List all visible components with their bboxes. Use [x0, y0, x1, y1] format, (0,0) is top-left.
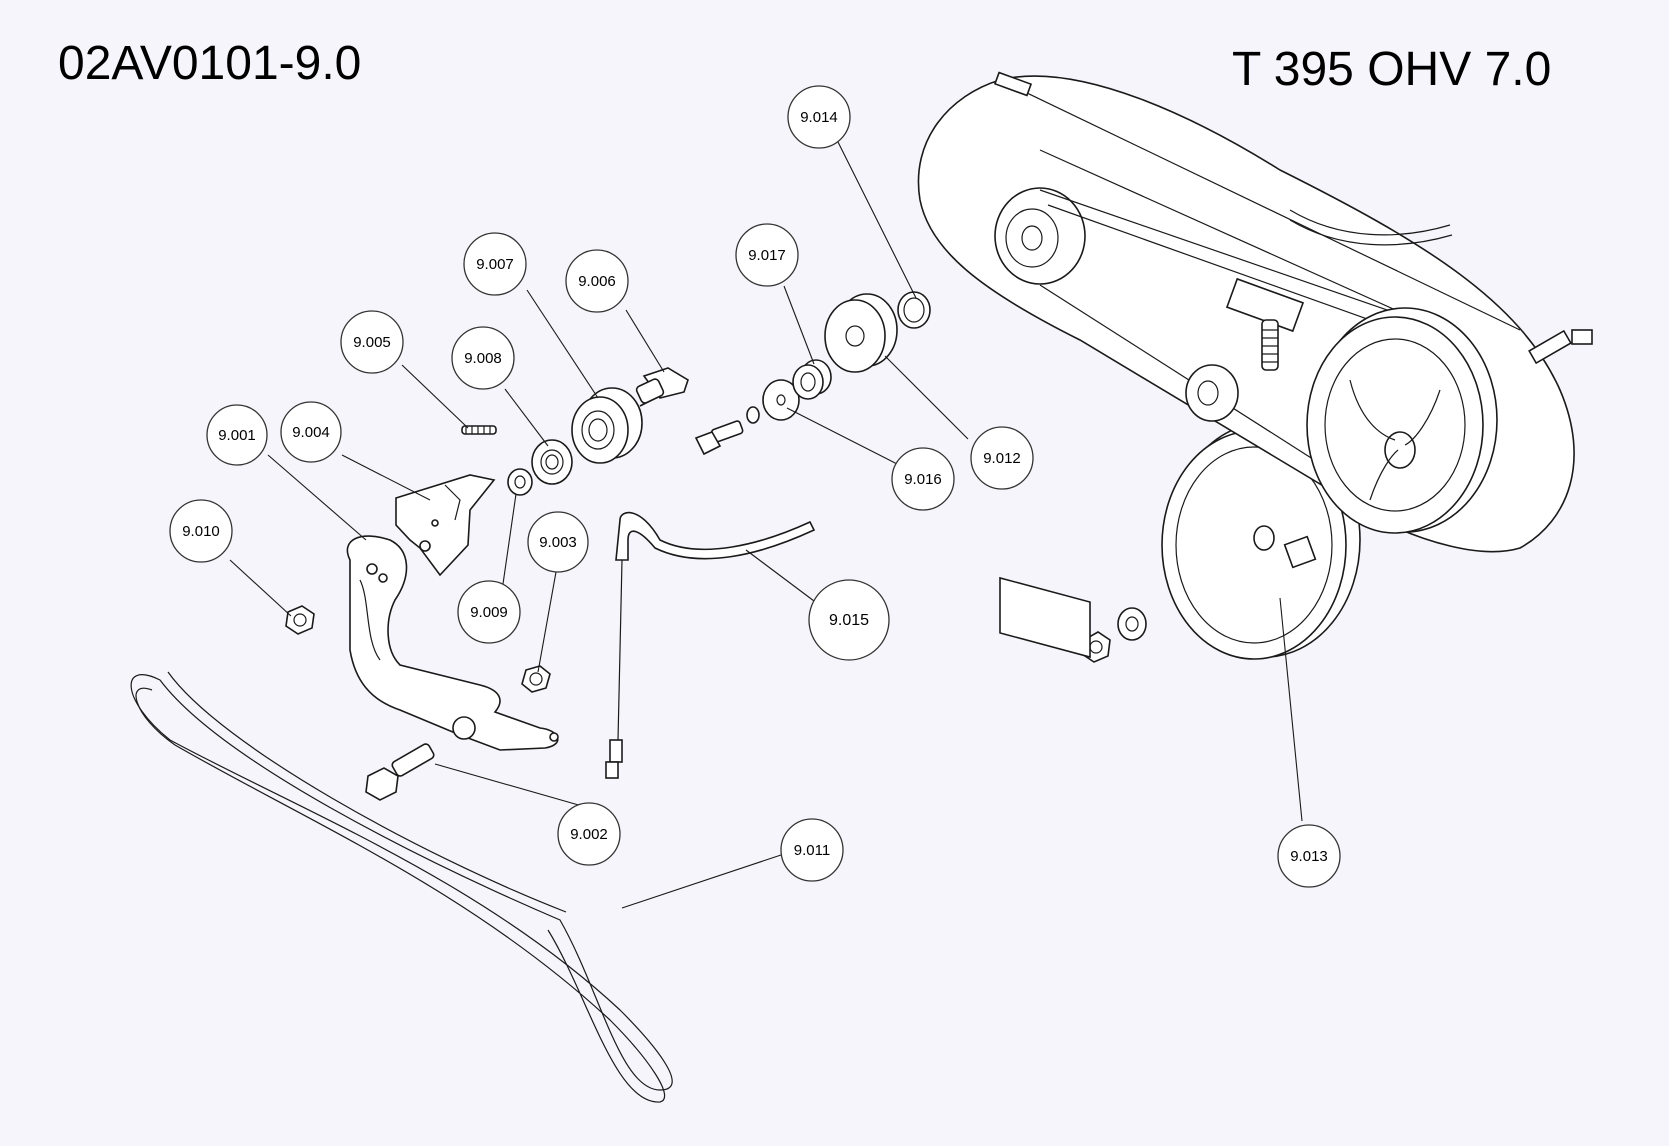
callout-label: 9.013 — [1290, 848, 1328, 865]
callout-9-009: 9.009 — [457, 580, 521, 644]
pivot-bolt — [365, 743, 435, 801]
callout-label: 9.015 — [829, 612, 869, 629]
small-washer — [746, 406, 760, 424]
callout-9-005: 9.005 — [340, 310, 404, 374]
document-code: 02AV0101-9.0 — [58, 37, 362, 90]
callout-9-013: 9.013 — [1277, 824, 1341, 888]
callout-9-007: 9.007 — [463, 232, 527, 296]
nut-small — [521, 665, 551, 693]
pulley-washer — [1117, 607, 1147, 641]
nut — [285, 605, 315, 635]
idler-pulley — [571, 387, 643, 464]
callout-9-006: 9.006 — [565, 249, 629, 313]
callout-9-017: 9.017 — [735, 223, 799, 287]
callout-label: 9.004 — [292, 424, 330, 441]
callout-label: 9.014 — [800, 109, 838, 126]
bearing — [531, 439, 573, 485]
model-name: T 395 OHV 7.0 — [1232, 43, 1552, 96]
control-cable — [605, 511, 816, 779]
belt-guard-assembly — [917, 71, 1593, 659]
leader-lines — [229, 141, 1303, 909]
callout-label: 9.002 — [570, 826, 608, 843]
callout-label: 9.001 — [218, 427, 256, 444]
large-pulley — [1161, 422, 1361, 660]
drive-belt — [130, 671, 673, 1103]
callout-9-012: 9.012 — [970, 426, 1034, 490]
callout-label: 9.005 — [353, 334, 391, 351]
callout-label: 9.006 — [578, 273, 616, 290]
retaining-ring — [897, 291, 931, 329]
callout-label: 9.012 — [983, 450, 1021, 467]
shoulder-bolt — [635, 367, 689, 407]
callout-label: 9.003 — [539, 534, 577, 551]
idler-arm — [346, 535, 559, 751]
callout-label: 9.009 — [470, 604, 508, 621]
bolt — [694, 420, 744, 456]
callout-9-008: 9.008 — [451, 326, 515, 390]
callout-9-003: 9.003 — [527, 511, 589, 573]
callout-9-004: 9.004 — [280, 401, 342, 463]
callout-9-001: 9.001 — [206, 404, 268, 466]
spring — [461, 425, 497, 435]
callout-9-010: 9.010 — [169, 499, 233, 563]
bushing — [792, 359, 832, 400]
callout-label: 9.016 — [904, 471, 942, 488]
callout-9-011: 9.011 — [780, 818, 844, 882]
v-pulley — [824, 293, 898, 373]
mounting-plate — [395, 474, 496, 577]
callout-label: 9.008 — [464, 350, 502, 367]
callout-label: 9.010 — [182, 523, 220, 540]
spacer — [507, 468, 533, 496]
callout-label: 9.011 — [794, 842, 830, 859]
callout-9-002: 9.002 — [557, 802, 621, 866]
callout-9-014: 9.014 — [787, 85, 851, 149]
callout-label: 9.007 — [476, 256, 514, 273]
callout-9-015: 9.015 — [808, 579, 890, 661]
callout-label: 9.017 — [748, 247, 786, 264]
callout-9-016: 9.016 — [891, 447, 955, 511]
